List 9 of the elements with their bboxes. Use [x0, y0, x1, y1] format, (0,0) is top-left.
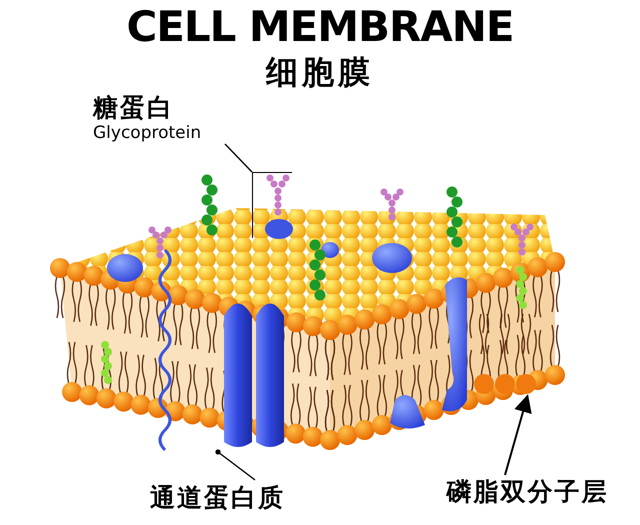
title: CELL MEMBRANE — [126, 6, 514, 48]
label-text: 磷脂双分子层 — [446, 476, 608, 508]
leader-line — [224, 144, 252, 172]
english-label: Glycoprotein — [93, 123, 202, 144]
label-text: 通道蛋白质 — [150, 482, 285, 514]
subtitle: 细胞膜 — [266, 52, 374, 92]
leader-line — [215, 449, 256, 481]
chinese-label: 糖蛋白 — [93, 92, 174, 124]
arrow — [504, 394, 532, 476]
